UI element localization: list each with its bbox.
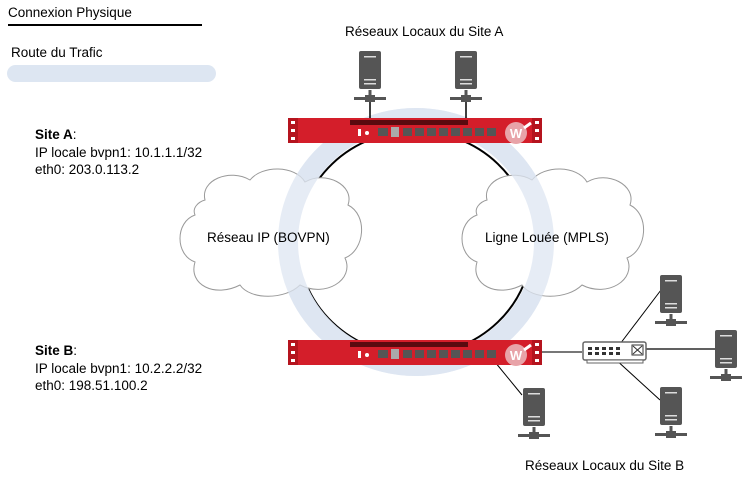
site-b-info: Site B: IP locale bvpn1: 10.2.2.2/32 eth… — [35, 343, 203, 393]
site-b-lan-label: Réseaux Locaux du Site B — [525, 458, 685, 473]
site-b-ip: IP locale bvpn1: 10.2.2.2/32 — [35, 360, 203, 376]
server-icon — [655, 387, 687, 438]
server-icon — [450, 51, 482, 102]
cloud-bovpn-label: Réseau IP (BOVPN) — [207, 230, 330, 245]
site-a-eth: eth0: 203.0.113.2 — [35, 162, 140, 177]
site-a-info: Site A: IP locale bvpn1: 10.1.1.1/32 eth… — [35, 127, 203, 177]
site-a-title: Site A — [35, 127, 73, 142]
site-b-eth: eth0: 198.51.100.2 — [35, 378, 148, 393]
server-icon — [354, 51, 386, 102]
server-icon — [655, 275, 687, 326]
site-a-lan-label: Réseaux Locaux du Site A — [345, 24, 504, 39]
switch-icon — [582, 341, 647, 364]
legend-traffic-label: Route du Trafic — [11, 45, 103, 60]
legend-traffic-swatch — [7, 65, 216, 82]
server-icon — [710, 330, 742, 381]
site-a-ip: IP locale bvpn1: 10.1.1.1/32 — [35, 144, 203, 160]
cloud-mpls-label: Ligne Louée (MPLS) — [485, 230, 609, 245]
site-b-title: Site B — [35, 343, 74, 358]
cloud-bovpn — [179, 168, 363, 297]
firewall-site-a — [286, 116, 544, 146]
firewall-site-b — [286, 338, 544, 368]
legend-physical-label: Connexion Physique — [8, 5, 132, 20]
server-icon — [518, 388, 550, 439]
